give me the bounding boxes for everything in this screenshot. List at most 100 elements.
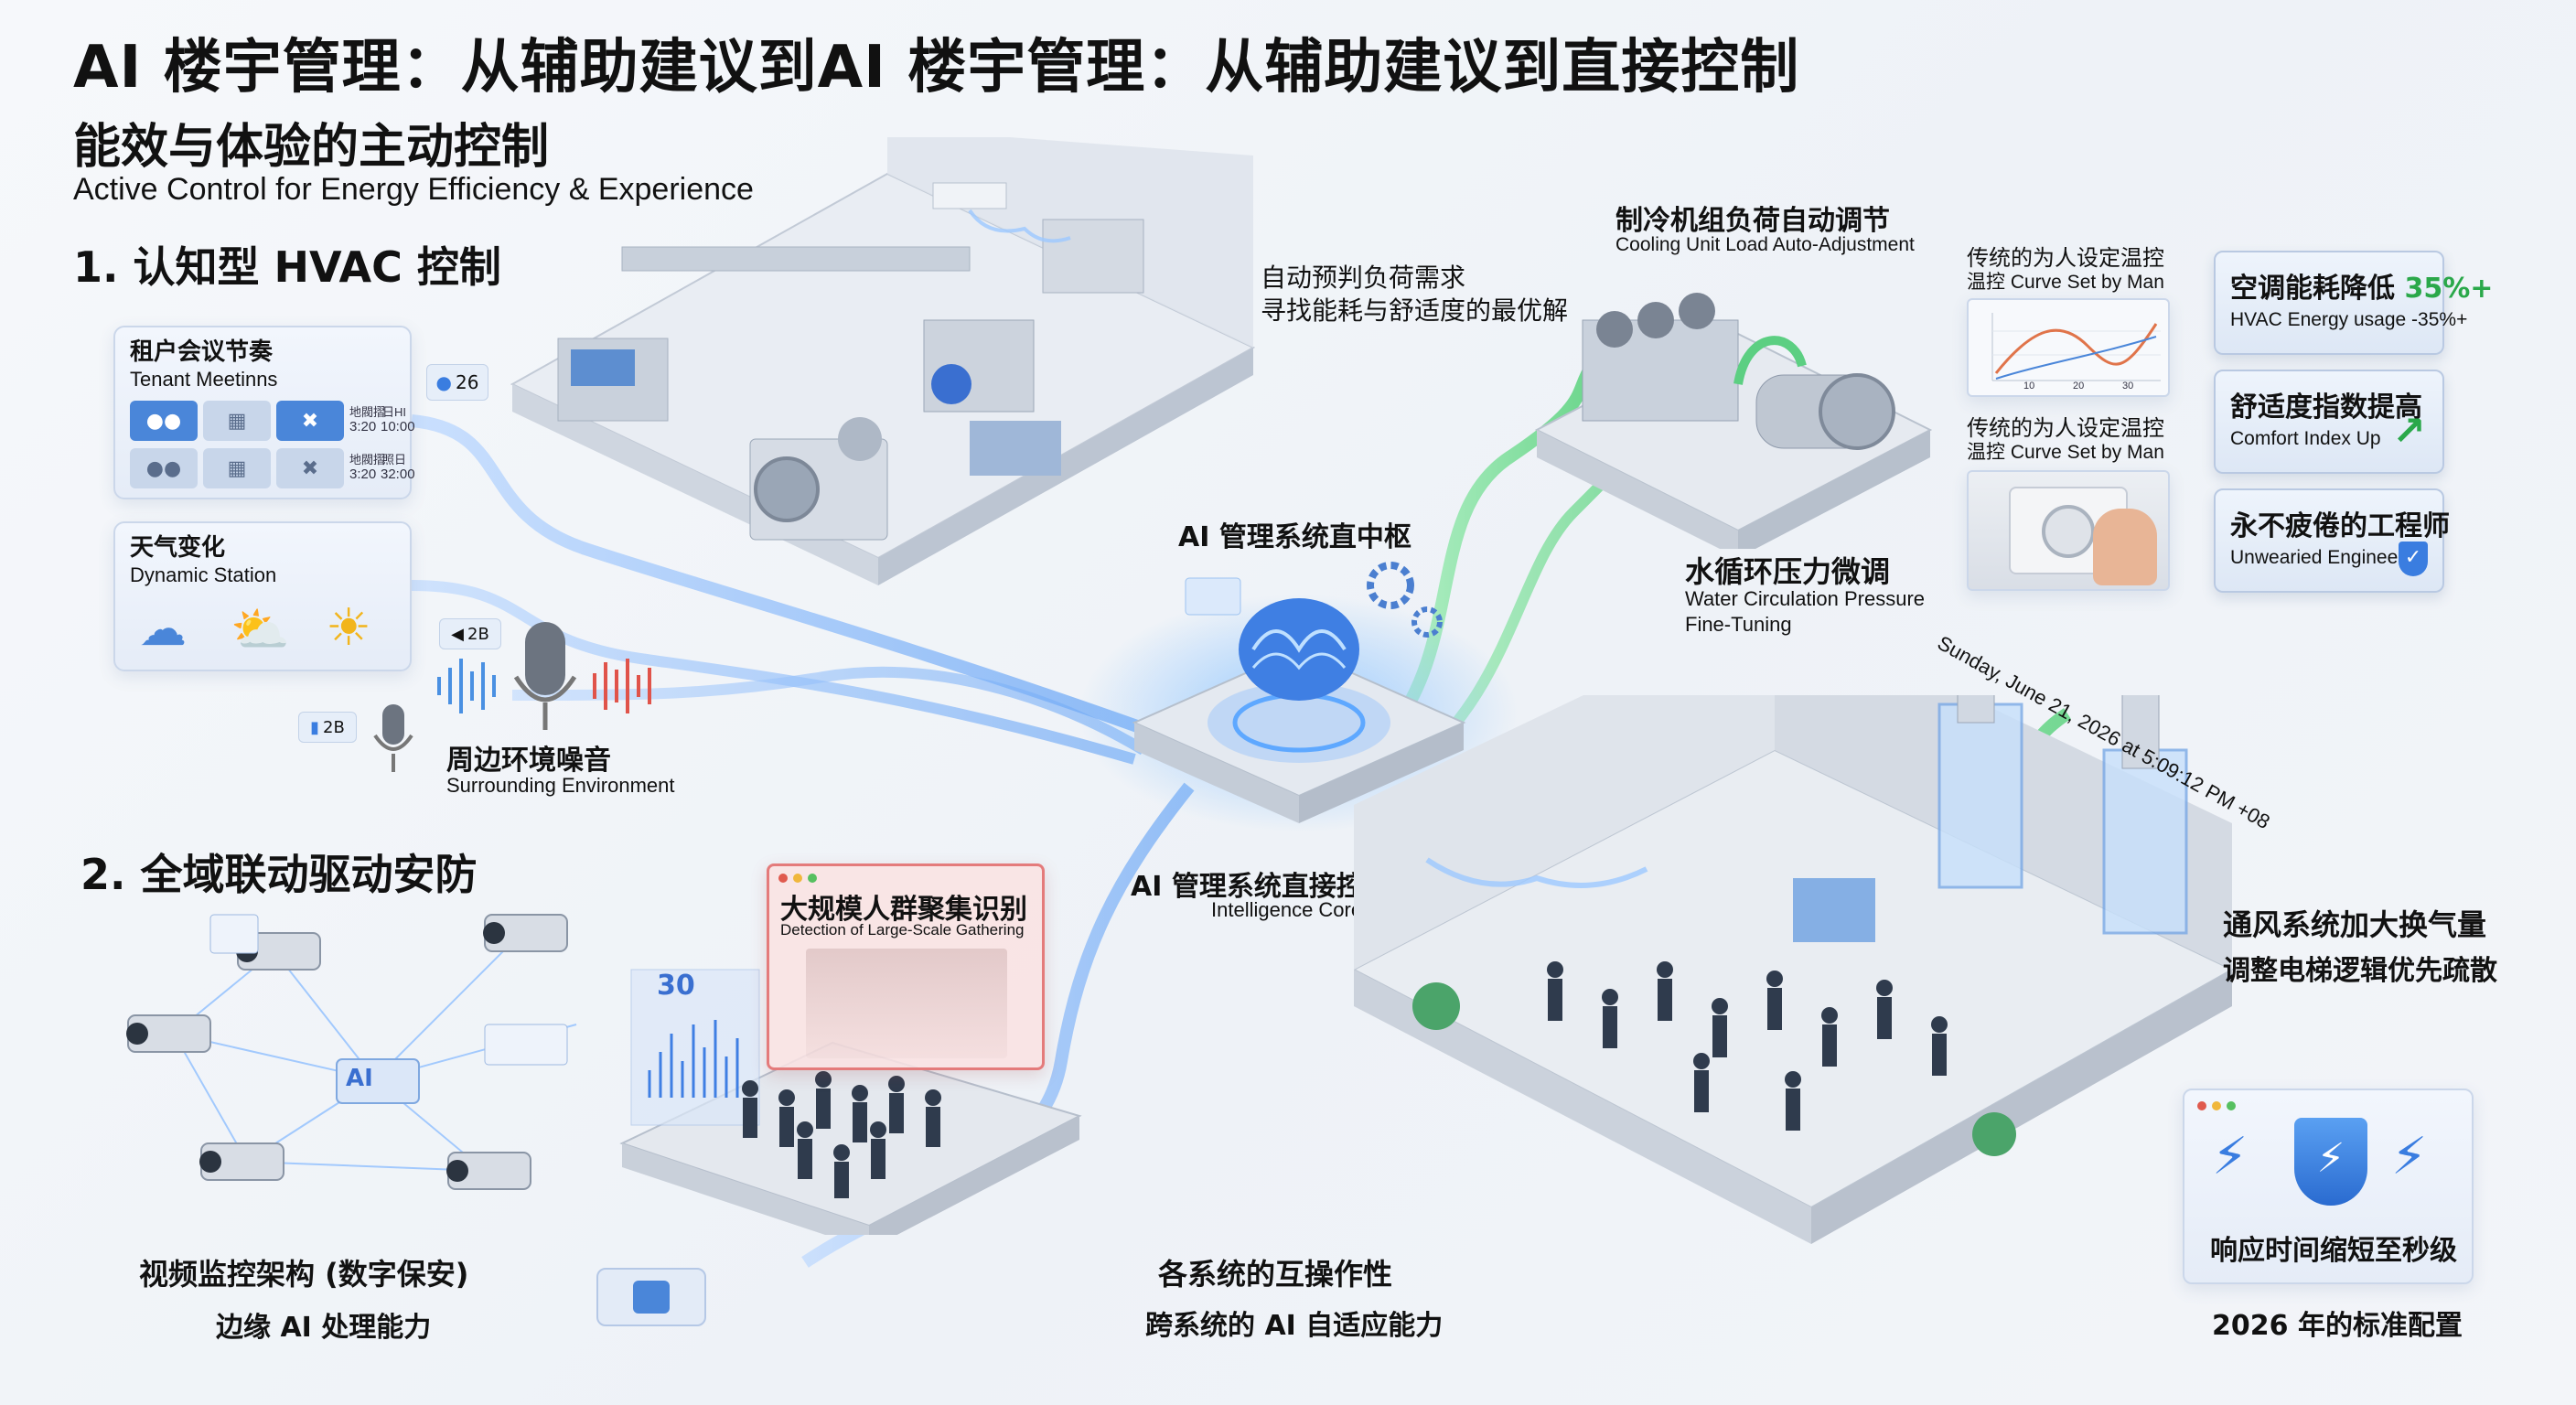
gathering-title: 大规模人群聚集识别 [780,894,1027,926]
chiller-unit [1534,293,1933,549]
water-title: 水循环压力微调 [1685,554,1891,589]
people-badge-icon: ● [435,371,452,393]
slot-time-3: 10:00 [381,419,415,434]
weather-subtitle: Dynamic Station [130,563,277,586]
hand-icon [2093,509,2157,585]
slot-time-2: 3:20 [349,467,377,482]
trend-up-icon: ↗ [2392,408,2426,455]
thermostat-dial [1967,470,2170,591]
people-icon-2: ●● [130,448,198,488]
signal-icon: ▮ [310,717,320,737]
response-time-card: ⚡ ⚡ ⚡ 响应时间缩短至秒级 [2183,1089,2474,1284]
video-title: 视频监控架构 (数字保安) [139,1257,469,1292]
noise-level-1: 2B [467,624,489,644]
crowd-snapshot [806,949,1007,1058]
kpi-energy-label: 空调能耗降低 [2230,273,2405,305]
vent-line2: 调整电梯逻辑优先疏散 [2223,955,2497,987]
attendee-count: 26 [456,371,479,393]
tenant-subtitle: Tenant Meetinns [130,368,278,391]
weather-card: 天气变化 Dynamic Station ☁ ⛅ ☀ [113,521,412,671]
tenant-title: 租户会议节奏 [130,338,274,366]
traditional-sub-2: 温控 Curve Set by Man [1967,442,2164,463]
predict-line1: 自动预判负荷需求 [1261,263,1466,293]
resp-dot-yellow-icon [2212,1101,2221,1110]
dial-knob-icon [2042,505,2095,558]
kpi-engineer-title: 永不疲倦的工程师 [2230,510,2450,542]
attendee-badge: ●26 [426,364,488,401]
kpi-comfort-card: 舒适度指数提高 Comfort Index Up ↗ [2214,370,2444,474]
noise-subtitle: Surrounding Environment [446,774,675,797]
slot-header-4: 照日 [382,453,407,467]
slot-header-2: 地閥摺 [349,453,386,467]
gathering-alert-panel: 大规模人群聚集识别 Detection of Large-Scale Gathe… [767,863,1045,1070]
dot-green-icon [808,874,817,883]
kpi-comfort-subtitle: Comfort Index Up [2230,428,2381,449]
speaker-icon: ◀ [451,624,465,644]
traditional-title-2: 传统的为人设定温控 [1967,415,2164,441]
predict-line2: 寻找能耗与舒适度的最优解 [1261,295,1569,326]
shield-lightning-icon: ⚡ [2294,1118,2367,1206]
section1-title: 1. 认知型 HVAC 控制 [73,242,501,292]
cooling-subtitle: Cooling Unit Load Auto-Adjustment [1615,234,1915,255]
vent-line1: 通风系统加大换气量 [2223,907,2487,942]
hub-subtitle: Intelligence Core [1211,898,1363,921]
subtitle-zh: 能效与体验的主动控制 [73,120,550,175]
kpi-energy-card: 空调能耗降低 35%+ HVAC Energy usage -35%+ [2214,251,2493,355]
mute-icon: ✖ [276,401,344,441]
rain-cloud-icon: ☁ [139,602,187,657]
shield-check-icon: ✓ [2399,542,2428,576]
traditional-title-1: 传统的为人设定温控 [1967,245,2164,271]
cooling-title: 制冷机组负荷自动调节 [1615,205,1890,237]
noise-badge-1: ◀2B [439,618,501,649]
page-title: AI 楼宇管理：从辅助建议到AI 楼宇管理：从辅助建议到直接控制 [73,34,1800,102]
kpi-energy-subtitle: HVAC Energy usage -35%+ [2230,309,2468,330]
temperature-curve-chart: 10 20 30 [1967,298,2170,397]
axis-tick-3: 30 [2122,381,2134,391]
crowd-platform [619,969,1082,1235]
slot-header-3: 日HI [382,405,407,419]
hub-top-label: AI 管理系统直中枢 [1178,521,1411,553]
axis-tick-2: 20 [2073,381,2085,391]
calendar-icon-2: ▦ [203,448,271,488]
hvac-plant-room [510,137,1256,585]
partly-cloudy-icon: ⛅ [231,603,290,658]
kpi-energy-value: 35%+ [2404,273,2494,305]
resp-dot-green-icon [2227,1101,2236,1110]
chip-icon [633,1281,670,1314]
response-title: 响应时间缩短至秒级 [2210,1235,2457,1267]
traditional-sub-1: 温控 Curve Set by Man [1967,272,2164,293]
camera-network [126,914,577,1190]
kpi-engineer-card: 永不疲倦的工程师 Unwearied Engineer ✓ [2214,488,2450,593]
resp-dot-red-icon [2197,1101,2206,1110]
kpi-comfort-title: 舒适度指数提高 [2230,391,2422,424]
kpi-energy-title: 空调能耗降低 35%+ [2230,265,2493,306]
people-icon: ●● [130,401,198,441]
window-dots [778,874,817,883]
edge-device [596,1268,706,1326]
dot-yellow-icon [793,874,802,883]
noise-level-2: 2B [323,717,345,737]
noise-badge-2: ▮2B [298,712,357,743]
curve-line [1991,313,2161,381]
gathering-subtitle: Detection of Large-Scale Gathering [780,921,1025,938]
lightning-icon-left: ⚡ [2212,1127,2249,1186]
building-lobby [1354,695,2235,1244]
ai-chip: AI [346,1065,373,1092]
water-subtitle-2: Fine-Tuning [1685,613,1792,636]
section2-title: 2. 全域联动驱动安防 [80,850,478,899]
slot-time-1: 3:20 [349,419,377,434]
slot-time-4: 32:00 [381,467,415,482]
subtitle-en: Active Control for Energy Efficiency & E… [73,172,754,207]
tenant-meetings-card: 租户会议节奏 Tenant Meetinns ●● ▦ ✖ ●● ▦ ✖ 地閥摺… [113,326,415,499]
microphone-icon [437,622,651,730]
interop-subtitle: 跨系统的 AI 自适应能力 [1145,1310,1444,1342]
weather-title: 天气变化 [130,534,226,562]
lightning-icon-right: ⚡ [2391,1127,2428,1186]
kpi-engineer-subtitle: Unwearied Engineer [2230,547,2405,568]
ai-brain-hub [1132,562,1466,823]
noise-title: 周边环境噪音 [446,745,611,777]
interop-title: 各系统的互操作性 [1158,1257,1393,1292]
axis-tick-1: 10 [2023,381,2035,391]
sun-icon: ☀ [326,598,372,658]
standard-config: 2026 年的标准配置 [2212,1310,2463,1342]
